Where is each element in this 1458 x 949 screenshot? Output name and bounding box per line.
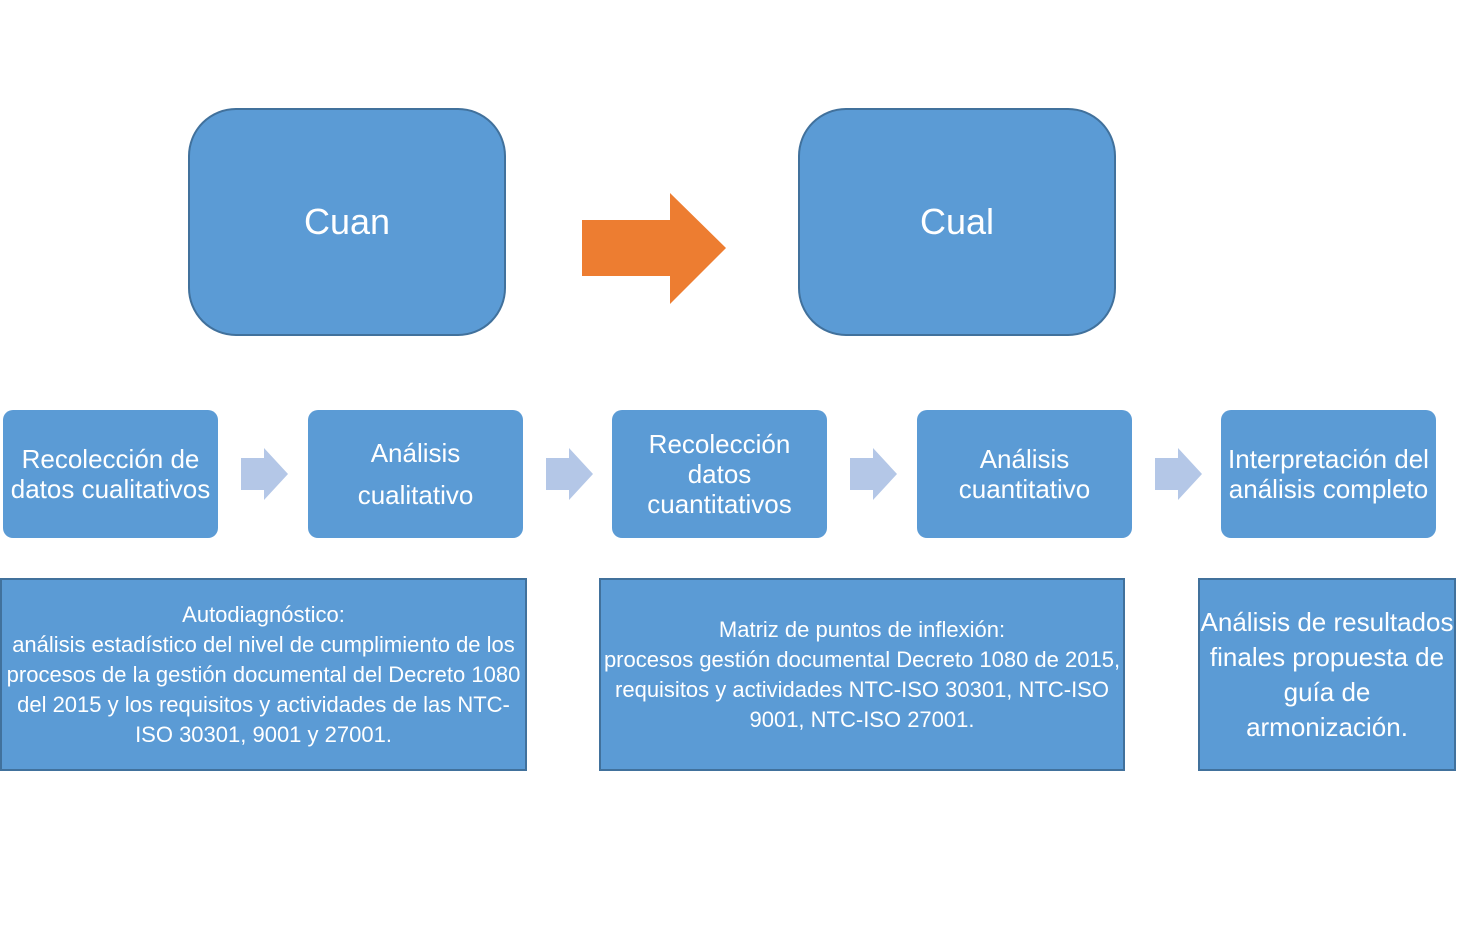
- step-label: Análisis cuantitativo: [958, 444, 1091, 504]
- step-arrow-shape: [1155, 448, 1202, 500]
- step-box-analisis-cuantitativo: Análisis cuantitativo: [917, 410, 1132, 538]
- step-box-recoleccion-cualitativos: Recolección de datos cualitativos: [3, 410, 218, 538]
- right-arrow-icon: [582, 193, 726, 304]
- detail-box-resultados-finales: Análisis de resultados finales propuesta…: [1198, 578, 1456, 771]
- step-box-recoleccion-cuantitativos: Recolección datos cuantitativos: [612, 410, 827, 538]
- phase-box-cuan: Cuan: [188, 108, 506, 336]
- chevron-arrow-right-icon: [546, 448, 593, 500]
- step-label: Recolección de datos cualitativos: [10, 444, 211, 504]
- detail-text: Análisis de resultados finales propuesta…: [1200, 606, 1454, 742]
- chevron-arrow-right-icon: [1155, 448, 1202, 500]
- detail-box-matriz-inflexion: Matriz de puntos de inflexión: procesos …: [599, 578, 1125, 771]
- step-label: Interpretación del análisis completo: [1228, 444, 1429, 504]
- step-arrow-shape: [850, 448, 897, 500]
- step-label: Análisis cualitativo: [357, 438, 474, 510]
- detail-text: Autodiagnóstico: análisis estadístico de…: [6, 601, 521, 747]
- phase-label-cual: Cual: [919, 201, 995, 242]
- detail-box-autodiagnostico: Autodiagnóstico: análisis estadístico de…: [0, 578, 527, 771]
- step-box-analisis-cualitativo: Análisis cualitativo: [308, 410, 523, 538]
- step-arrow-shape: [546, 448, 593, 500]
- step-label: Recolección datos cuantitativos: [647, 429, 792, 519]
- detail-text: Matriz de puntos de inflexión: procesos …: [603, 616, 1121, 732]
- main-arrow-shape: [582, 193, 726, 304]
- step-box-interpretacion: Interpretación del análisis completo: [1221, 410, 1436, 538]
- phase-box-cual: Cual: [798, 108, 1116, 336]
- chevron-arrow-right-icon: [241, 448, 288, 500]
- chevron-arrow-right-icon: [850, 448, 897, 500]
- phase-label-cuan: Cuan: [303, 201, 391, 242]
- step-arrow-shape: [241, 448, 288, 500]
